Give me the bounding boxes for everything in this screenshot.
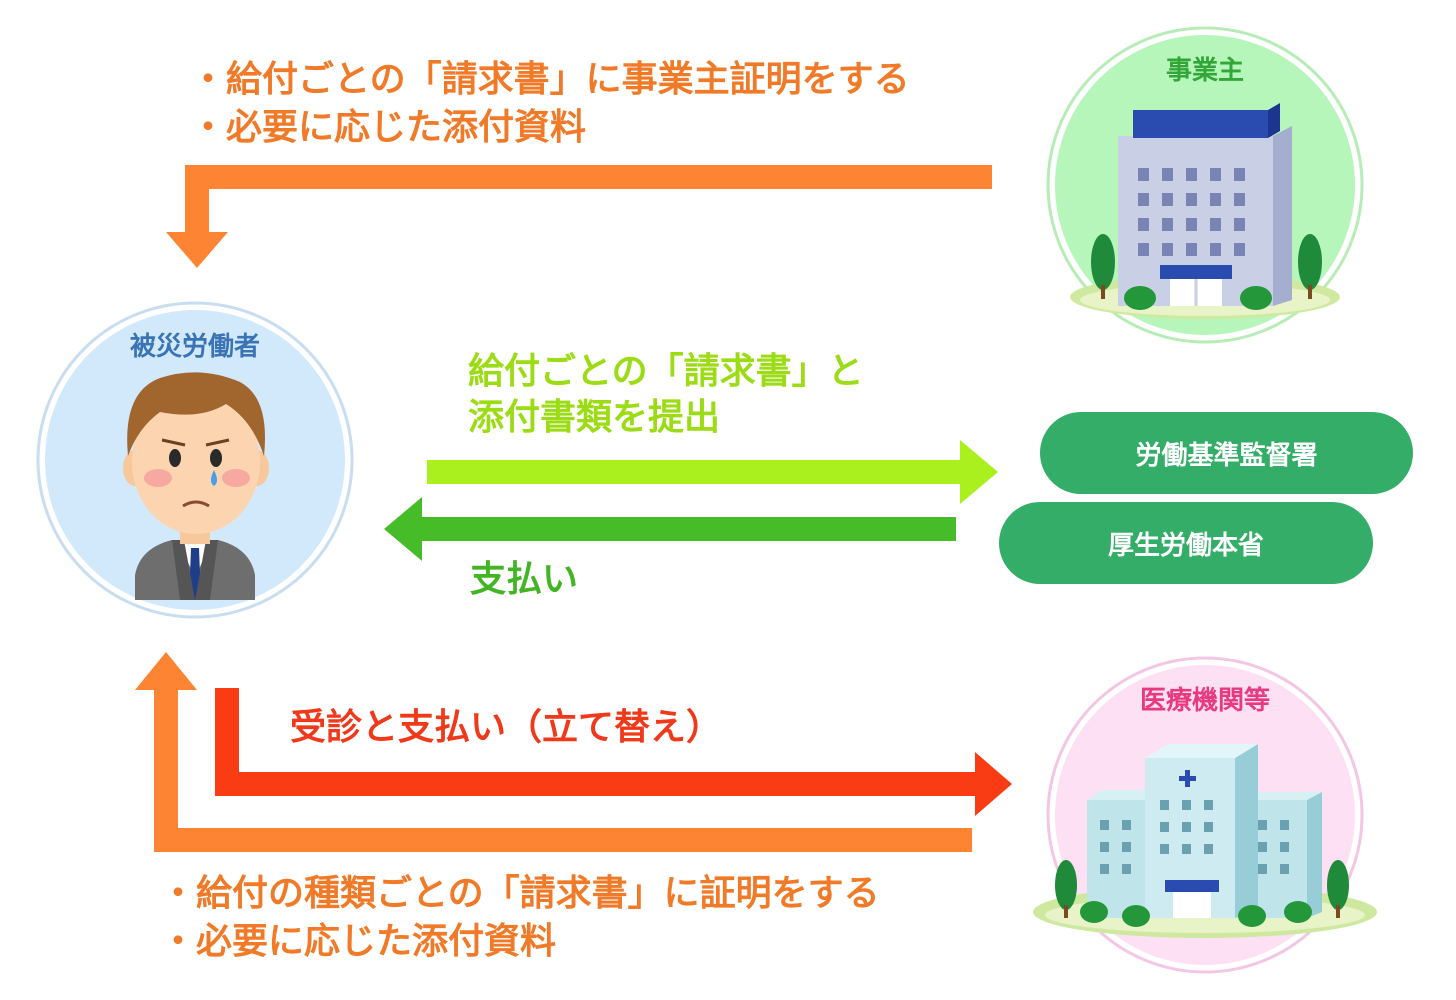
submission-arrow (427, 440, 998, 504)
office-building-icon (1070, 103, 1340, 319)
worried-worker-icon (123, 372, 269, 600)
labour-office-badge: 労働基準監督署 (1040, 412, 1413, 494)
hospital-building-icon (1033, 744, 1377, 938)
labour-office-label: 労働基準監督署 (1135, 440, 1318, 471)
submission-line-2: 添付書類を提出 (468, 397, 721, 438)
employer-note-line-2: ・必要に応じた添付資料 (190, 107, 587, 148)
employer-label: 事業主 (1165, 56, 1244, 86)
medical-label: 医療機関等 (1139, 686, 1270, 716)
payment-arrow (384, 497, 956, 561)
medical-to-worker-arrow (135, 652, 972, 852)
ministry-label: 厚生労働本省 (1107, 530, 1264, 561)
treatment-arrow (215, 688, 1012, 816)
worker-label: 被災労働者 (129, 332, 260, 362)
ministry-badge: 厚生労働本省 (999, 502, 1373, 584)
employer-to-worker-arrow (166, 165, 992, 268)
employer-note-line-1: ・給付ごとの「請求書」に事業主証明をする (190, 59, 910, 100)
medical-note-line-1: ・給付の種類ごとの「請求書」に証明をする (160, 873, 880, 914)
payment-label: 支払い (470, 559, 579, 600)
treatment-label: 受診と支払い（立て替え） (290, 707, 723, 748)
medical-note-line-2: ・必要に応じた添付資料 (160, 921, 557, 962)
submission-line-1: 給付ごとの「請求書」と (468, 351, 864, 392)
